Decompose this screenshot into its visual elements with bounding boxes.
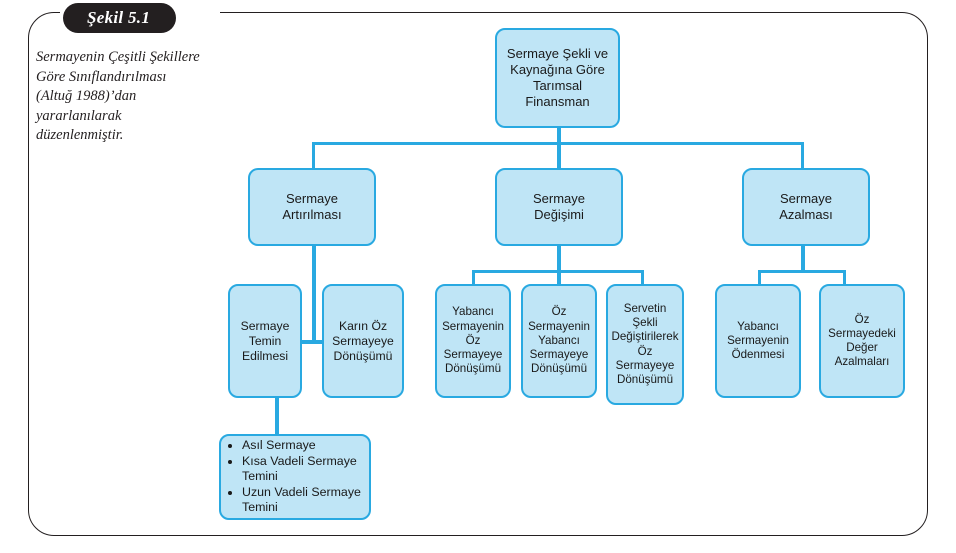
connector-drop-servetin <box>641 270 644 285</box>
connector-drop-azalmasi <box>801 142 804 169</box>
node-oz-sermayedeki-deger-azalmalari[interactable]: Öz Sermayedeki Değer Azalmaları <box>819 284 905 398</box>
node-label: Karın Öz Sermayeye Dönüşümü <box>332 318 394 363</box>
connector-degisimi-stem <box>557 244 561 284</box>
connector-root-stem <box>557 126 561 144</box>
node-sermaye-azalmasi[interactable]: Sermaye Azalması <box>742 168 870 246</box>
node-label: Yabancı Sermayenin Öz Sermayeye Dönüşümü <box>442 305 504 376</box>
connector-artirilmasi-stem <box>312 244 316 344</box>
node-yabanci-sermayenin-oz-sermayeye-donusumu[interactable]: Yabancı Sermayenin Öz Sermayeye Dönüşümü <box>435 284 511 398</box>
connector-drop-yabanci-odenmesi <box>758 270 761 286</box>
node-root-label: Sermaye Şekli ve Kaynağına Göre Tarımsal… <box>506 46 609 109</box>
node-label: Servetin Şekli Değiştirilerek Öz Sermaye… <box>611 301 679 386</box>
connector-artirilmasi-to-temin <box>300 340 316 344</box>
node-label: Sermaye Temin Edilmesi <box>240 318 290 363</box>
connector-temin-to-bullets <box>275 398 279 436</box>
node-label: Öz Sermayenin Yabancı Sermayeye Dönüşümü <box>528 305 590 376</box>
connector-artirilmasi-to-karin <box>312 340 328 344</box>
connector-degisimi-bus <box>473 270 643 273</box>
node-label: Öz Sermayedeki Değer Azalmaları <box>828 312 896 369</box>
node-sermaye-artirilmasi[interactable]: Sermaye Artırılması <box>248 168 376 246</box>
node-oz-sermayenin-yabanci-sermayeye-donusumu[interactable]: Öz Sermayenin Yabancı Sermayeye Dönüşümü <box>521 284 597 398</box>
connector-drop-degisimi <box>557 142 561 169</box>
bullet-list: Asıl Sermaye Kısa Vadeli Sermaye Temini … <box>230 438 363 516</box>
figure-number-badge: Şekil 5.1 <box>63 3 177 33</box>
list-item: Uzun Vadeli Sermaye Temini <box>242 485 363 516</box>
node-karin-oz-sermayeye-donusumu[interactable]: Karın Öz Sermayeye Dönüşümü <box>322 284 404 398</box>
node-label: Sermaye Artırılması <box>282 191 342 222</box>
connector-drop-yabanci-oz <box>472 270 475 285</box>
list-item: Asıl Sermaye <box>242 438 363 454</box>
node-label: Yabancı Sermayenin Ödenmesi <box>727 319 789 362</box>
node-root[interactable]: Sermaye Şekli ve Kaynağına Göre Tarımsal… <box>495 28 620 128</box>
node-sermaye-temin-detay-list[interactable]: Asıl Sermaye Kısa Vadeli Sermaye Temini … <box>219 434 371 520</box>
figure-frame <box>28 12 928 536</box>
node-label: Sermaye Değişimi <box>532 191 586 222</box>
connector-drop-oz-deger <box>843 270 846 286</box>
connector-azalmasi-bus <box>759 270 845 273</box>
node-label: Sermaye Azalması <box>779 191 833 222</box>
node-yabanci-sermayenin-odenmesi[interactable]: Yabancı Sermayenin Ödenmesi <box>715 284 801 398</box>
node-sermaye-degisimi[interactable]: Sermaye Değişimi <box>495 168 623 246</box>
connector-azalmasi-stem <box>801 244 805 272</box>
connector-drop-artirilmasi <box>312 142 315 169</box>
node-servetin-sekli-degistirilerek-oz-sermayeye-donusumu[interactable]: Servetin Şekli Değiştirilerek Öz Sermaye… <box>606 284 684 405</box>
figure-caption: Sermayenin Çeşitli Şekillere Göre Sınıfl… <box>36 49 200 143</box>
list-item: Kısa Vadeli Sermaye Temini <box>242 454 363 485</box>
node-sermaye-temin-edilmesi[interactable]: Sermaye Temin Edilmesi <box>228 284 302 398</box>
